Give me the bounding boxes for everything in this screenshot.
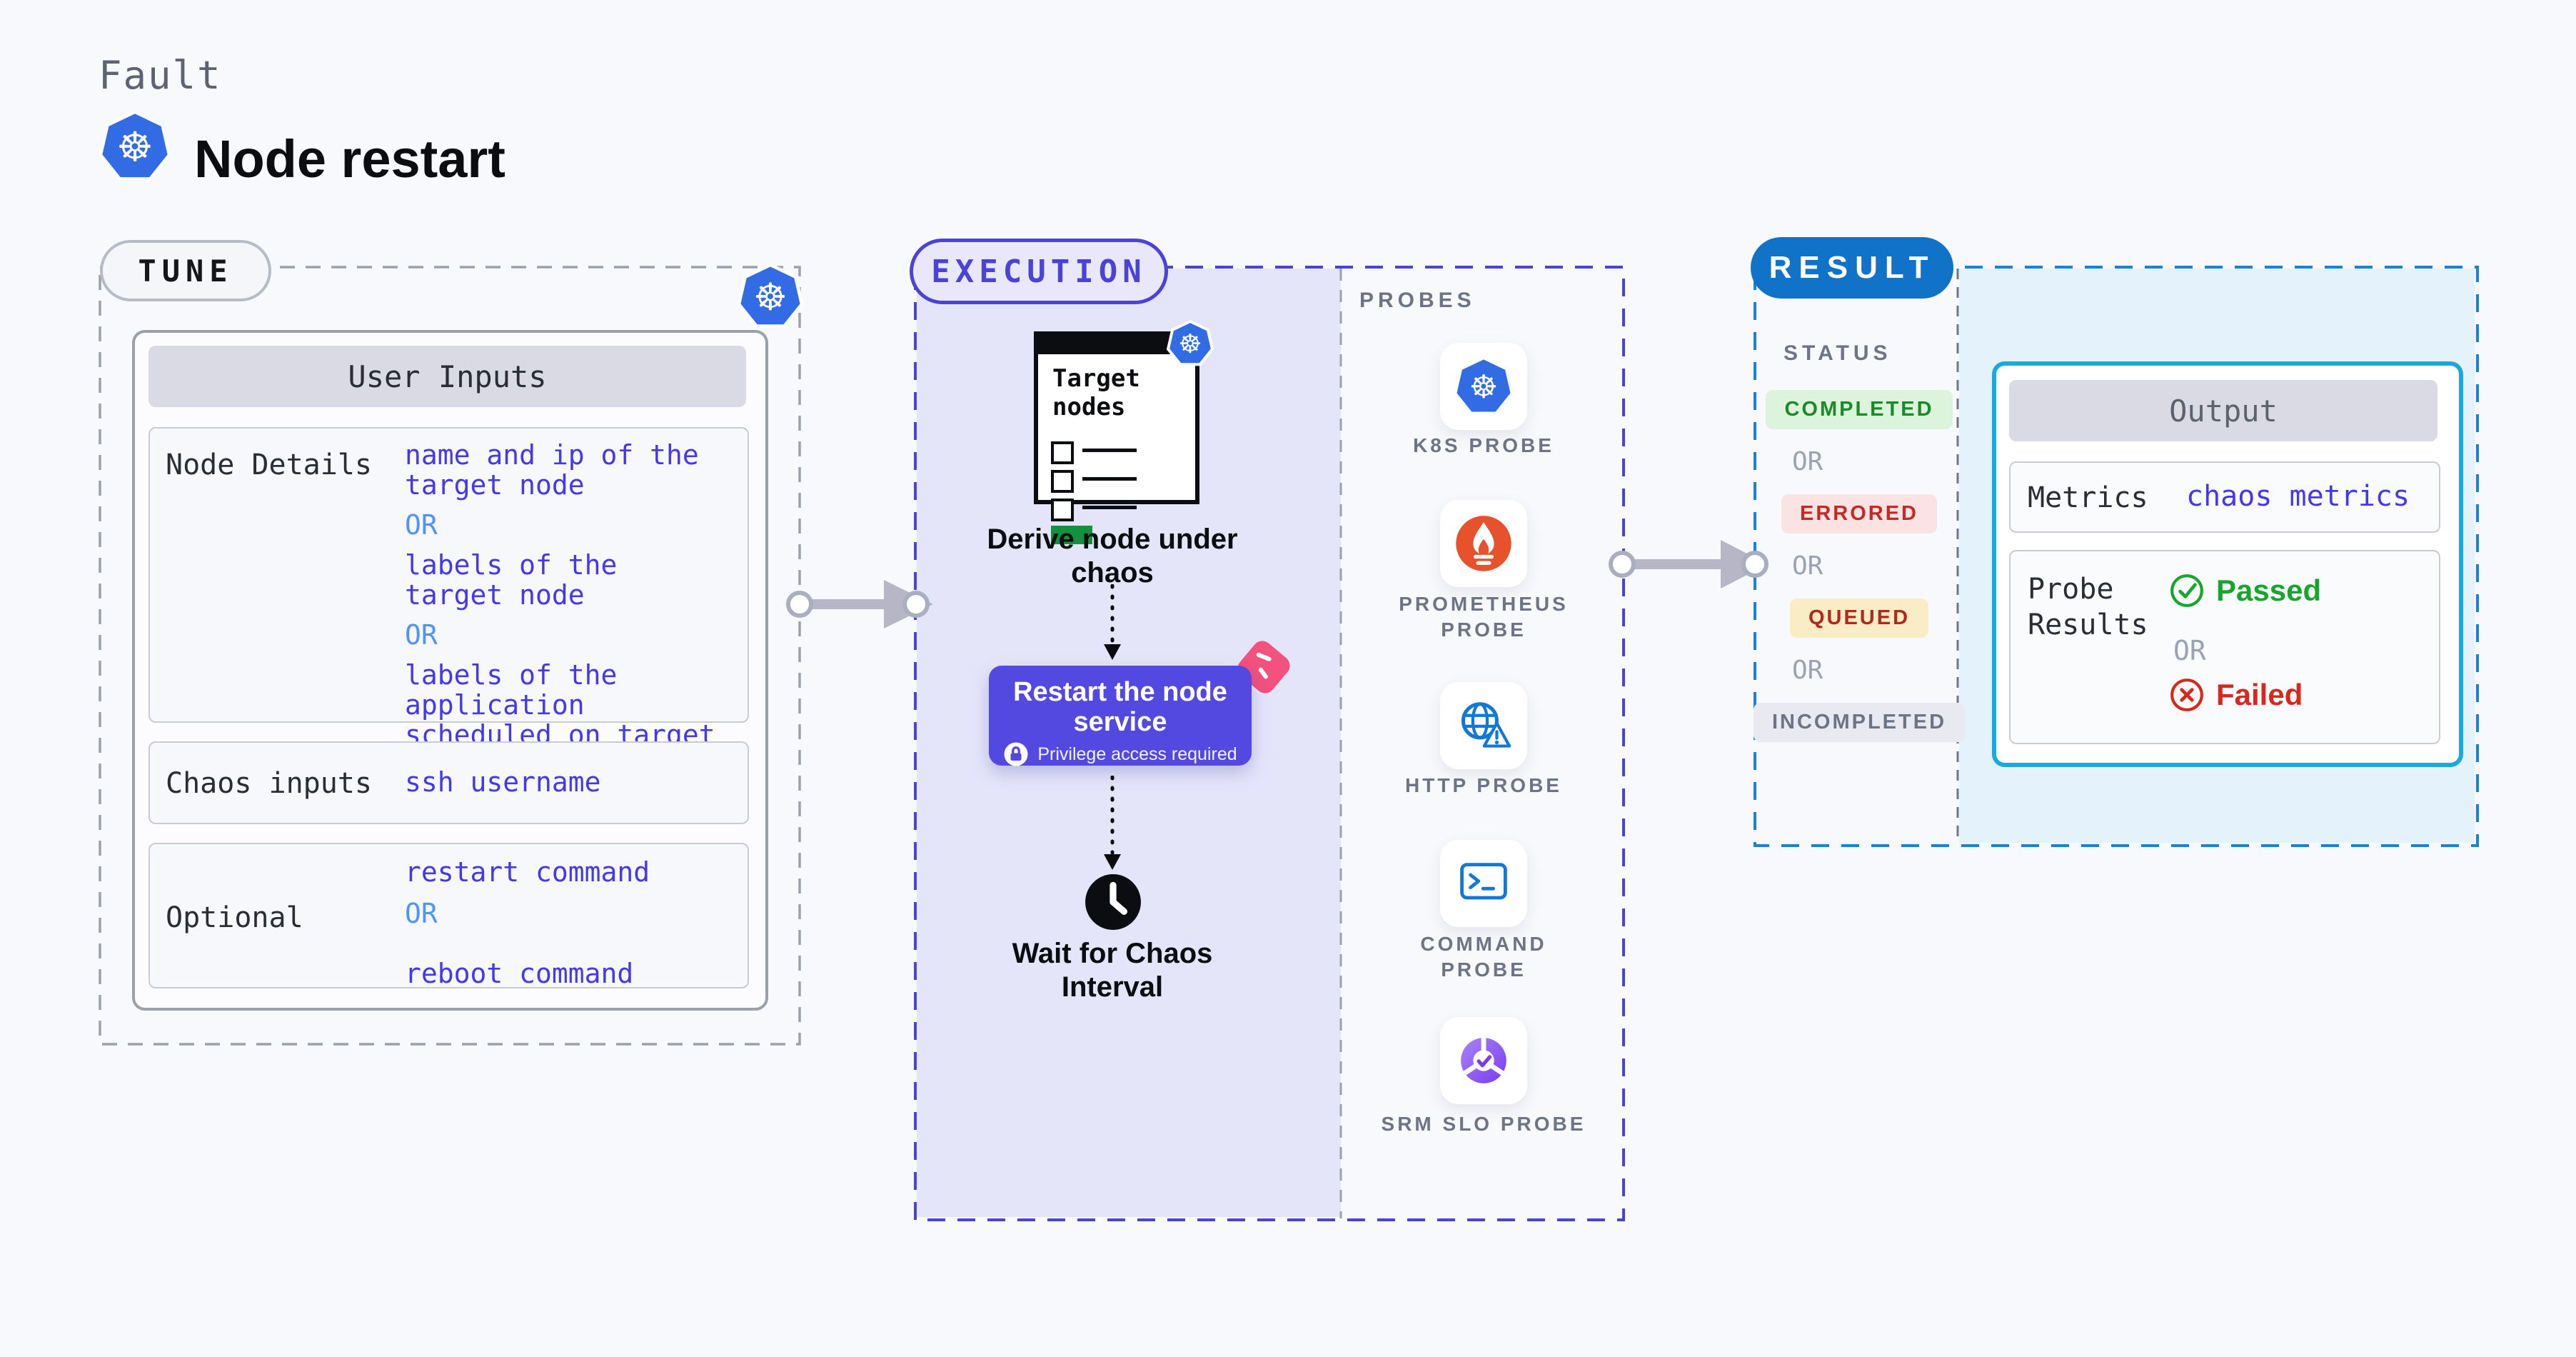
restart-node-service-card: Restart the node service Privilege acces… <box>989 666 1252 766</box>
row-label: Optional <box>166 901 303 934</box>
derive-step-label: Derive node under chaos <box>987 524 1238 589</box>
list-line <box>1082 449 1137 452</box>
kubernetes-icon: ☸ <box>737 263 804 328</box>
checkbox-icon <box>1051 441 1074 464</box>
svg-text:☸: ☸ <box>116 124 153 171</box>
table-row-optional: Optional restart command OR reboot comma… <box>149 843 749 988</box>
row-value: target node <box>405 579 585 611</box>
row-value: reboot command <box>405 958 634 989</box>
probe-card-srm-slo <box>1440 1017 1527 1104</box>
target-nodes-title: Target nodes <box>1052 364 1140 421</box>
metrics-label: Metrics <box>2028 481 2148 514</box>
status-list: COMPLETED OR ERRORED OR QUEUED OR INCOMP… <box>1753 390 1966 742</box>
check-circle-icon <box>2170 574 2203 607</box>
probe-card-command <box>1440 840 1527 927</box>
user-inputs-header: User Inputs <box>149 346 746 407</box>
flow-arrow-icon <box>786 580 933 629</box>
table-row-chaos-inputs: Chaos inputs ssh username <box>149 741 749 824</box>
fault-kicker: Fault <box>99 53 222 98</box>
row-value: labels of the application <box>405 659 618 721</box>
passed-result: Passed <box>2169 573 2321 609</box>
status-badge-errored: ERRORED <box>1781 494 1937 534</box>
svg-text:☸: ☸ <box>1469 368 1498 406</box>
row-label: Node Details <box>166 449 372 481</box>
slo-pie-check-icon <box>1460 1035 1507 1083</box>
status-badge-queued: QUEUED <box>1789 599 1929 638</box>
probe-results-label: Probe Results <box>2028 573 2148 641</box>
table-row-node-details: Node Details name and ip of the target n… <box>149 427 749 780</box>
probe-results-row: Probe Results Passed OR Failed <box>2009 550 2440 744</box>
tune-section-pill: TUNE <box>100 240 271 301</box>
list-line <box>1082 477 1137 481</box>
result-section-pill: RESULT <box>1751 237 1953 299</box>
kubernetes-icon: ☸ <box>1456 359 1511 412</box>
row-label: Chaos inputs <box>166 767 372 800</box>
svg-text:☸: ☸ <box>753 276 787 319</box>
execution-label: EXECUTION <box>931 253 1147 290</box>
row-value: labels of the <box>405 549 618 581</box>
or-separator: OR <box>1792 656 1823 685</box>
clock-icon <box>1085 874 1141 930</box>
lock-icon <box>1004 742 1028 766</box>
probe-name: PROMETHEUS PROBE <box>1399 593 1569 641</box>
metrics-row: Metrics chaos metrics <box>2009 461 2440 533</box>
result-label: RESULT <box>1769 250 1936 285</box>
prometheus-icon <box>1456 516 1511 571</box>
page-title: Node restart <box>194 129 505 189</box>
dotted-arrow-icon <box>1104 584 1121 660</box>
privilege-note: Privilege access required <box>1003 741 1237 767</box>
probe-card-http <box>1440 682 1527 769</box>
wait-step-label: Wait for Chaos Interval <box>1012 938 1213 1003</box>
dotted-arrow-icon <box>1104 776 1121 870</box>
probes-label: PROBES <box>1359 289 1476 312</box>
row-value: target node <box>405 469 585 501</box>
status-badge-completed: COMPLETED <box>1766 390 1953 429</box>
or-separator: OR <box>405 619 438 651</box>
or-separator: OR <box>405 509 438 541</box>
execution-section-pill: EXECUTION <box>910 239 1168 304</box>
globe-warning-icon <box>1461 702 1511 748</box>
or-separator: OR <box>405 898 438 929</box>
or-separator: OR <box>1792 551 1823 581</box>
kubernetes-icon: ☸ <box>99 110 171 181</box>
row-value: name and ip of the <box>405 439 699 471</box>
probe-card-k8s: ☸ <box>1440 343 1527 430</box>
row-value: ssh username <box>405 766 601 798</box>
terminal-icon <box>1460 863 1507 900</box>
failed-result: Failed <box>2169 677 2303 713</box>
output-header: Output <box>2009 380 2437 441</box>
svg-text:☸: ☸ <box>1178 329 1202 359</box>
list-line <box>1082 506 1137 509</box>
x-circle-icon <box>2170 678 2203 711</box>
checkbox-icon <box>1051 470 1074 493</box>
status-label: STATUS <box>1783 341 1892 365</box>
checkbox-icon <box>1051 499 1074 521</box>
tune-label: TUNE <box>138 253 233 289</box>
probe-card-prometheus <box>1440 500 1527 587</box>
row-value: restart command <box>405 856 650 888</box>
metrics-value: chaos metrics <box>2186 480 2410 513</box>
status-badge-incompleted: INCOMPLETED <box>1753 703 1966 742</box>
probe-name: HTTP PROBE <box>1405 774 1562 796</box>
or-separator: OR <box>2173 635 2206 666</box>
restart-step-label: Restart the node service <box>1013 677 1227 737</box>
flow-arrow-icon <box>1609 540 1769 589</box>
probe-name: K8S PROBE <box>1413 434 1554 456</box>
or-separator: OR <box>1792 447 1823 476</box>
kubernetes-icon: ☸ <box>1167 320 1214 366</box>
probe-name: COMMAND PROBE <box>1420 933 1547 981</box>
probe-name: SRM SLO PROBE <box>1381 1113 1586 1135</box>
